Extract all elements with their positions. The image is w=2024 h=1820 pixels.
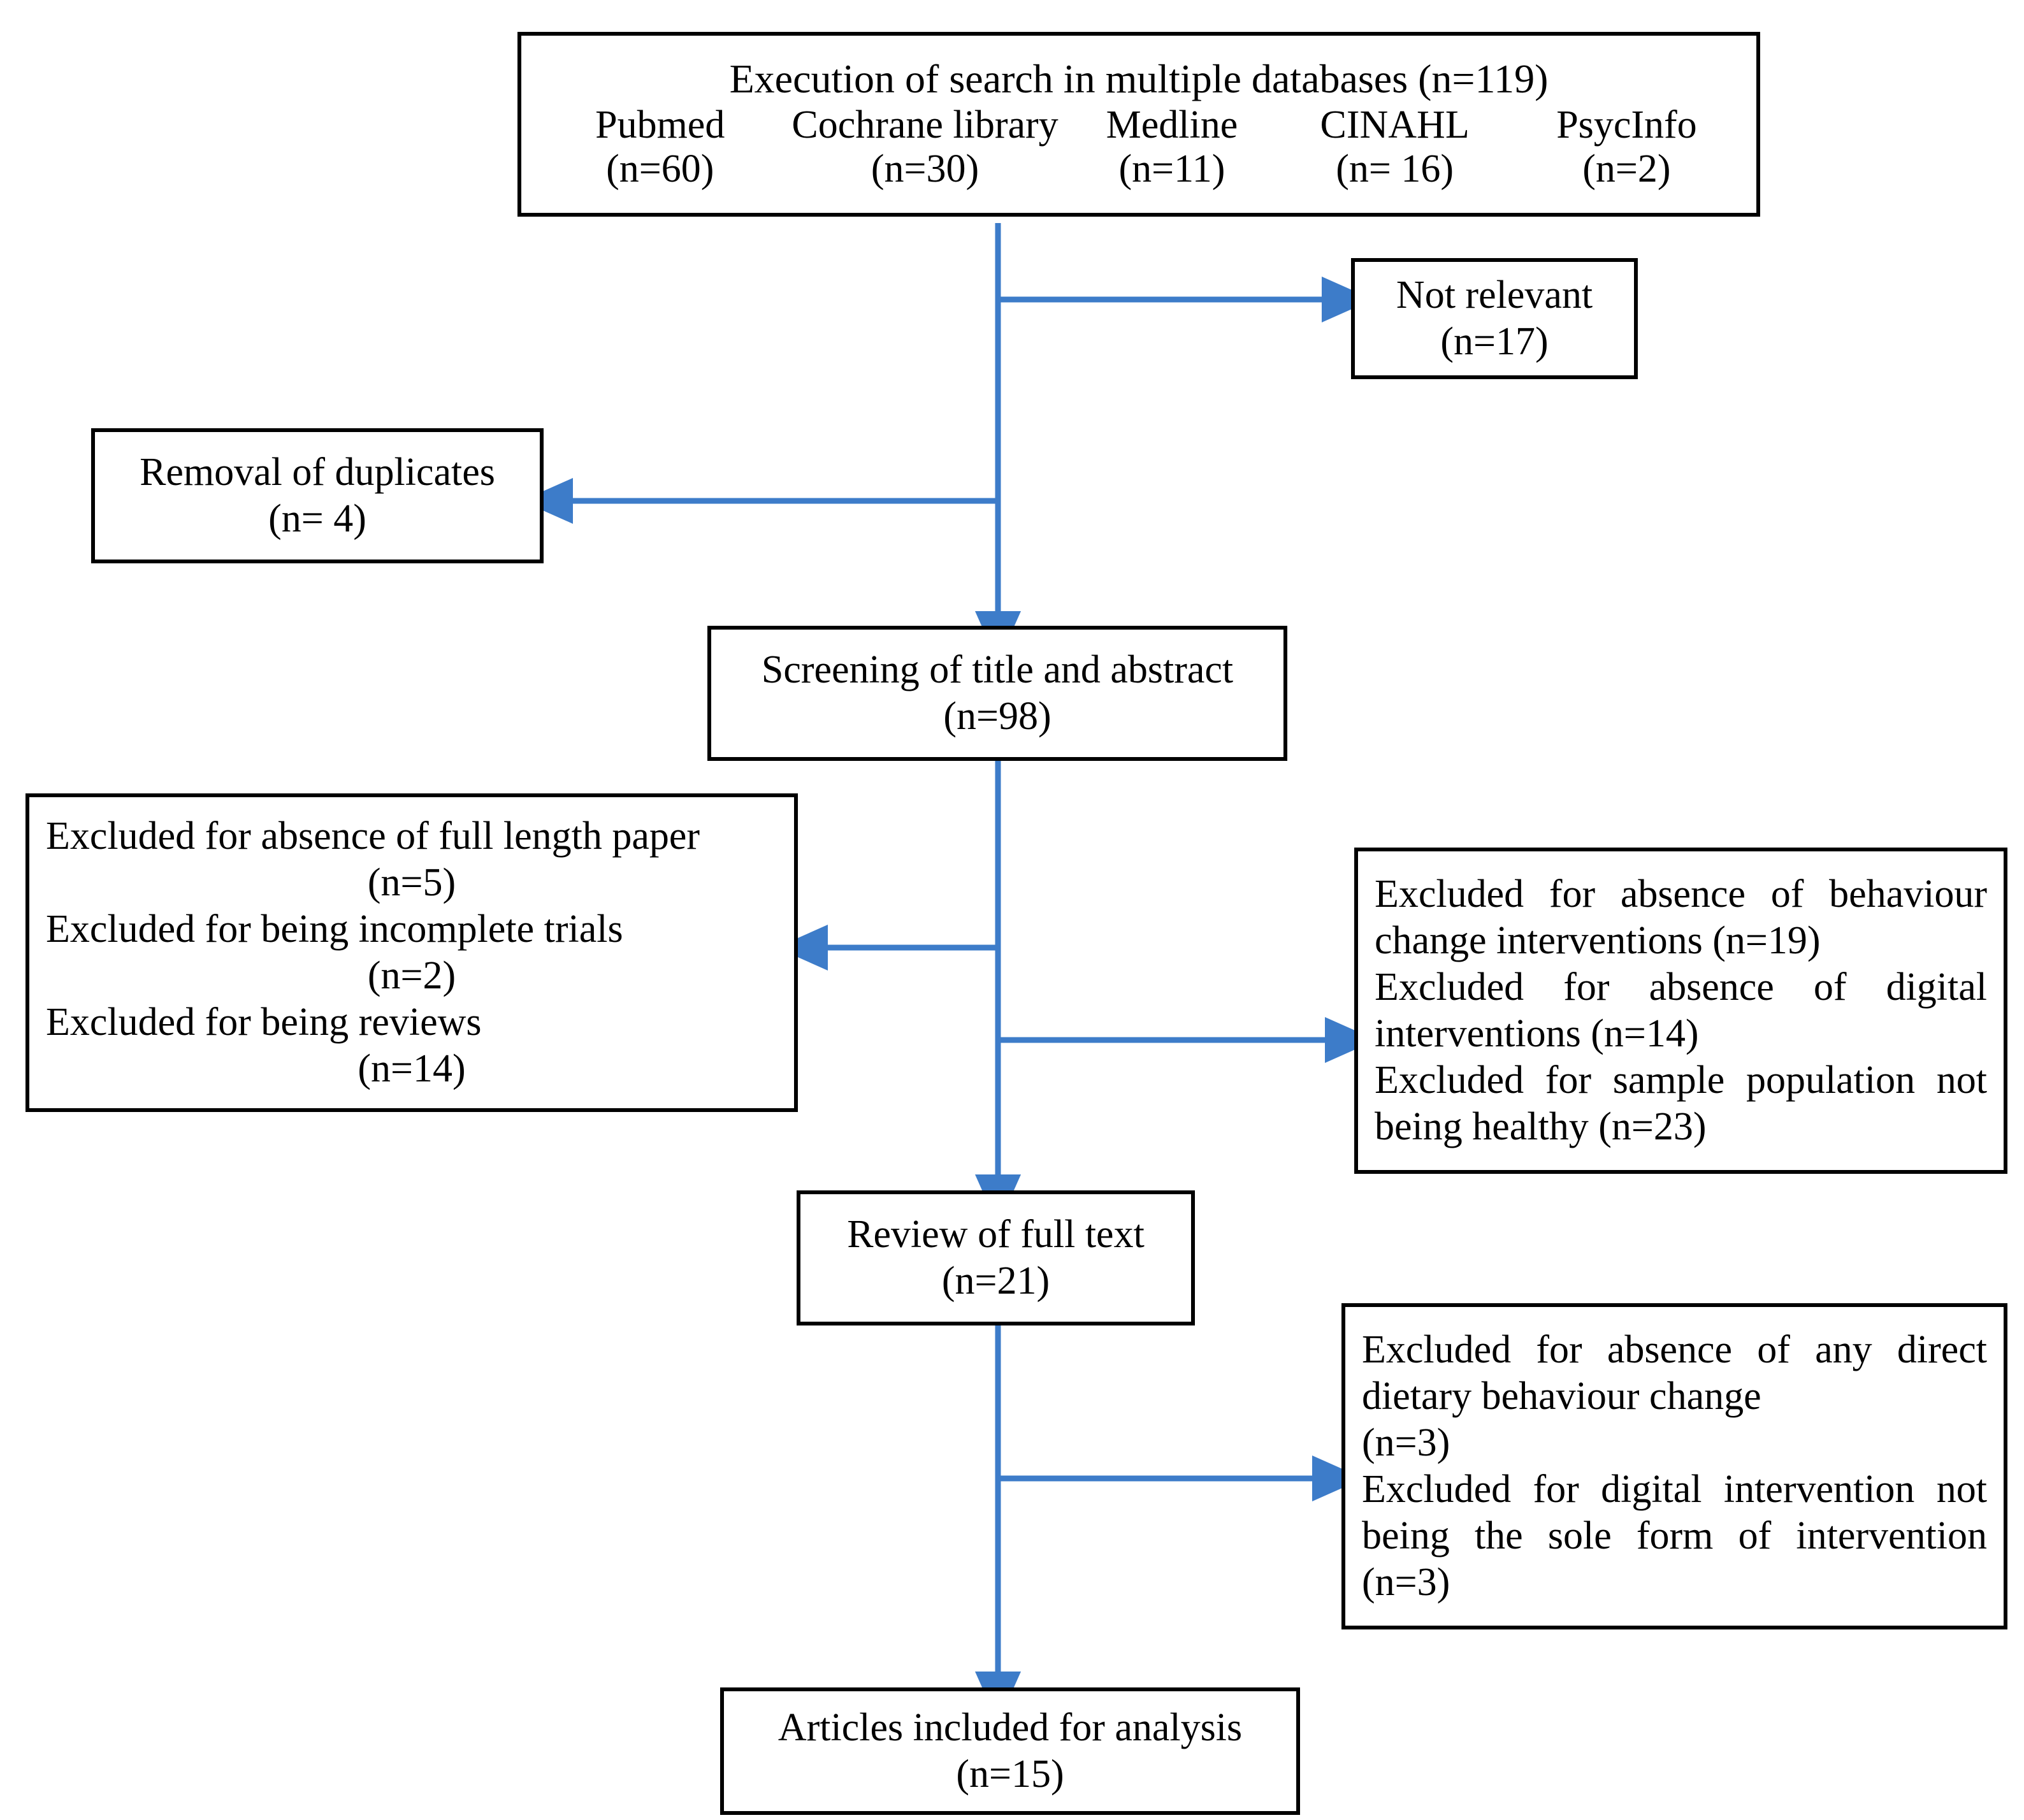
excluded-right-1-reason-3: Excluded for sample population not being… xyxy=(1375,1058,1997,1149)
excluded-right-2-reason-2: Excluded for digital intervention not be… xyxy=(1362,1468,1997,1605)
database-column-cochrane-library: Cochrane library (n=30) xyxy=(783,104,1066,192)
duplicates-label: Removal of duplicates xyxy=(140,450,495,494)
excluded-left-count-3: (n=14) xyxy=(358,1047,466,1091)
database-count: (n=60) xyxy=(606,147,714,191)
not-relevant-label: Not relevant xyxy=(1396,273,1593,317)
database-columns: Pubmed (n=60) Cochrane library (n=30) Me… xyxy=(537,104,1741,192)
excluded-right-1-reason-2: Excluded for absence of digital interven… xyxy=(1375,965,1997,1055)
excluded-right-2-count-1: (n=3) xyxy=(1362,1420,1450,1464)
database-name: Pubmed xyxy=(595,103,725,147)
database-name: PsycInfo xyxy=(1556,103,1697,147)
database-name: Cochrane library xyxy=(792,103,1059,147)
database-count: (n= 16) xyxy=(1336,147,1454,191)
full-text-label: Review of full text xyxy=(847,1212,1145,1256)
node-review-of-full-text: Review of full text (n=21) xyxy=(797,1190,1195,1325)
node-excluded-eligibility-right: Excluded for absence of any direct dieta… xyxy=(1341,1303,2007,1629)
database-count: (n=2) xyxy=(1582,147,1671,191)
database-name: CINAHL xyxy=(1320,103,1470,147)
node-excluded-screening-left: Excluded for absence of full length pape… xyxy=(25,793,798,1112)
screening-label: Screening of title and abstract xyxy=(761,647,1234,691)
node-screening-title-abstract: Screening of title and abstract (n=98) xyxy=(707,626,1287,761)
included-count: (n=15) xyxy=(956,1752,1064,1796)
database-column-psycinfo: PsycInfo (n=2) xyxy=(1512,104,1741,192)
excluded-right-1-reason-1: Excluded for absence of behaviour change… xyxy=(1375,872,1997,962)
database-count: (n=30) xyxy=(871,147,979,191)
database-name: Medline xyxy=(1106,103,1238,147)
node-not-relevant: Not relevant (n=17) xyxy=(1351,258,1638,379)
excluded-right-2-reason-1: Excluded for absence of any direct dieta… xyxy=(1362,1327,1997,1418)
full-text-count: (n=21) xyxy=(941,1259,1050,1303)
screening-count: (n=98) xyxy=(943,695,1052,738)
not-relevant-count: (n=17) xyxy=(1440,320,1549,363)
node-excluded-screening-right: Excluded for absence of behaviour change… xyxy=(1354,848,2007,1174)
search-title: Execution of search in multiple database… xyxy=(729,55,1549,101)
node-removal-of-duplicates: Removal of duplicates (n= 4) xyxy=(91,428,544,563)
node-articles-included: Articles included for analysis (n=15) xyxy=(720,1687,1300,1815)
duplicates-count: (n= 4) xyxy=(268,497,366,540)
database-column-cinahl: CINAHL (n= 16) xyxy=(1277,104,1512,192)
included-label: Articles included for analysis xyxy=(777,1705,1243,1749)
excluded-left-count-1: (n=5) xyxy=(367,860,456,904)
excluded-left-reason-1: Excluded for absence of full length pape… xyxy=(46,814,700,858)
database-count: (n=11) xyxy=(1118,147,1225,191)
database-column-medline: Medline (n=11) xyxy=(1067,104,1278,192)
excluded-left-reason-2: Excluded for being incomplete trials xyxy=(46,907,623,951)
node-database-search: Execution of search in multiple database… xyxy=(517,32,1760,217)
excluded-left-reason-3: Excluded for being reviews xyxy=(46,1000,482,1044)
excluded-left-count-2: (n=2) xyxy=(367,954,456,997)
database-column-pubmed: Pubmed (n=60) xyxy=(537,104,783,192)
